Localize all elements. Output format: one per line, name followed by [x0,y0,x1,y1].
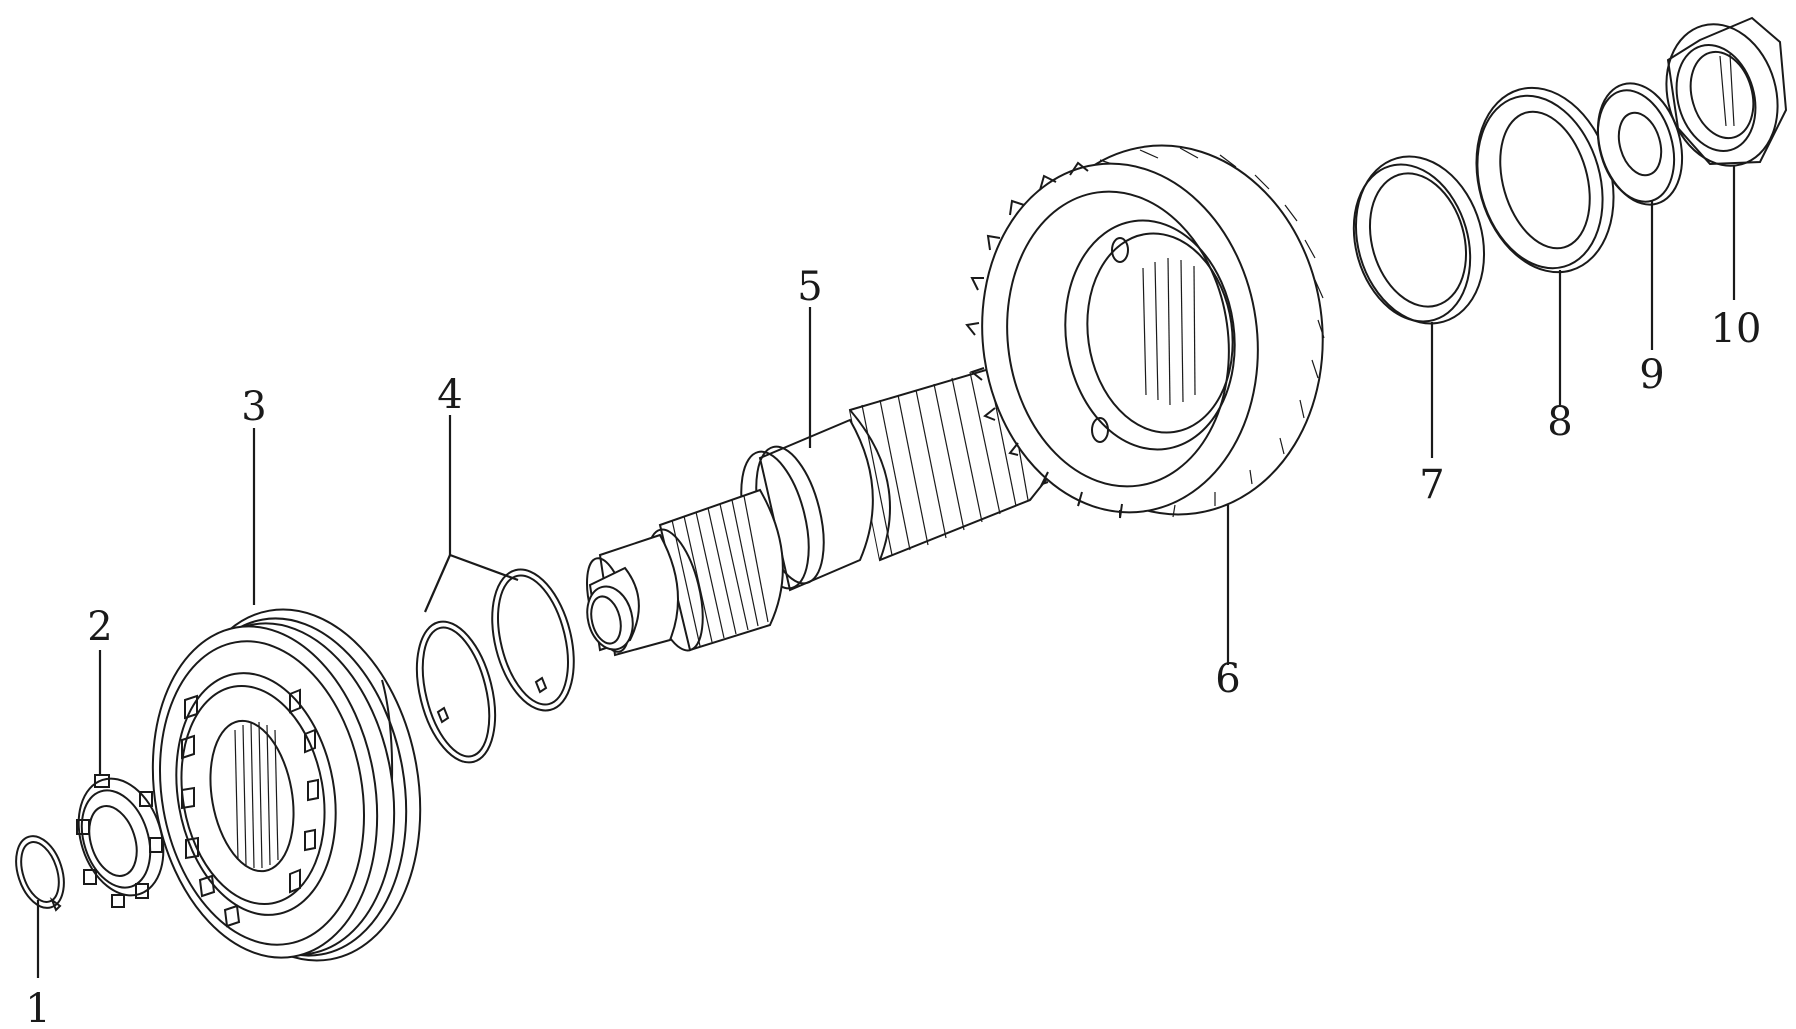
label-part-8: 8 [1547,399,1572,445]
label-part-10: 10 [1711,306,1762,352]
part-3-synchronizer-sleeve [151,608,422,962]
label-part-9: 9 [1639,352,1664,398]
part-labels: 1 2 3 4 5 6 7 8 9 10 [25,264,1761,1029]
part-4-snap-rings [415,568,575,764]
part-10-hex-nut [1665,16,1788,167]
part-6-helical-gear [965,144,1325,519]
leader-4-left [423,554,452,613]
label-part-7: 7 [1419,462,1444,508]
label-part-5: 5 [797,264,822,310]
part-2-spline-nut [76,774,165,908]
label-part-2: 2 [87,604,112,650]
label-part-4: 4 [437,372,462,418]
part-1-circlip [15,835,65,912]
part-7-bearing-ring [1352,155,1486,325]
label-part-6: 6 [1215,656,1240,702]
leader-lines [36,165,1736,978]
leader-4-right [449,553,519,582]
label-part-3: 3 [241,384,266,430]
label-part-1: 1 [25,986,50,1029]
